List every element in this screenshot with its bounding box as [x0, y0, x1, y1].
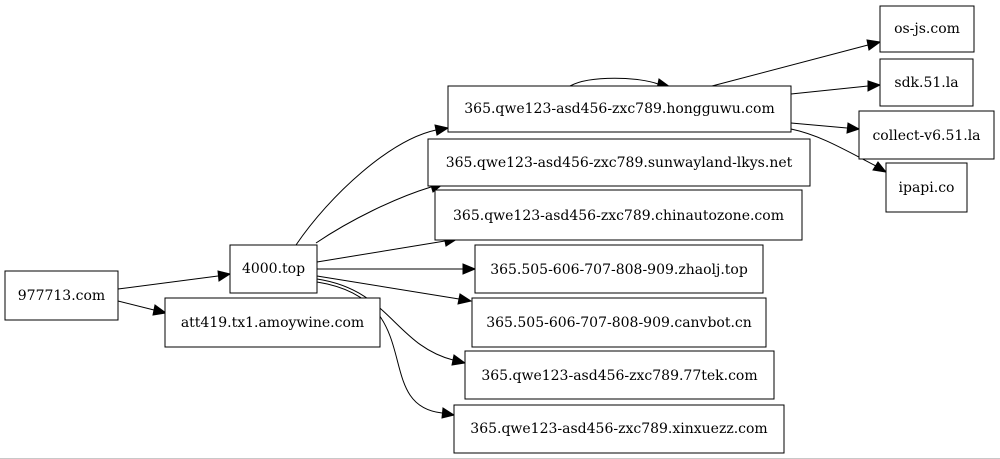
node-77tek: 365.qwe123-asd456-zxc789.77tek.com	[464, 350, 775, 400]
edge-4000-to-hongguwu	[295, 124, 450, 246]
node-collect-v6: collect-v6.51.la	[858, 110, 995, 160]
node-sdk51: sdk.51.la	[879, 58, 974, 107]
node-4000-top: 4000.top	[229, 244, 318, 294]
node-ipapi: ipapi.co	[885, 162, 968, 213]
edge-hongguwu-to-sdk51	[790, 80, 882, 95]
node-sunwayland: 365.qwe123-asd456-zxc789.sunwayland-lkys…	[427, 138, 811, 187]
edge-hongguwu-to-ipapi	[790, 128, 888, 173]
node-label: collect-v6.51.la	[872, 128, 980, 144]
node-label: 365.qwe123-asd456-zxc789.xinxuezz.com	[470, 421, 767, 437]
node-label: 365.qwe123-asd456-zxc789.77tek.com	[481, 368, 757, 384]
node-label: sdk.51.la	[894, 75, 958, 91]
node-label: 365.505-606-707-808-909.canvbot.cn	[486, 315, 752, 331]
edge-4000-to-77tek	[316, 278, 467, 366]
edge-977713-to-4000	[117, 270, 232, 290]
node-xinxuezz: 365.qwe123-asd456-zxc789.xinxuezz.com	[453, 404, 785, 454]
node-label: att419.tx1.amoywine.com	[181, 315, 364, 331]
node-label: 365.qwe123-asd456-zxc789.chinautozone.co…	[453, 208, 784, 224]
node-977713: 977713.com	[4, 270, 119, 321]
node-label: 365.505-606-707-808-909.zhaolj.top	[490, 262, 748, 278]
edge-4000-to-sunwayland	[315, 181, 445, 244]
node-label: 365.qwe123-asd456-zxc789.sunwayland-lkys…	[446, 155, 793, 171]
node-label: 4000.top	[242, 261, 305, 277]
edge-4000-to-xinxuezz	[316, 281, 456, 419]
node-os-js: os-js.com	[879, 5, 975, 53]
node-label: ipapi.co	[899, 180, 955, 196]
edge-977713-to-att419	[117, 300, 168, 316]
node-label: os-js.com	[894, 21, 960, 37]
edge-4000-to-canvbot	[316, 275, 473, 305]
node-chinautozone: 365.qwe123-asd456-zxc789.chinautozone.co…	[434, 189, 803, 241]
node-hongguwu: 365.qwe123-asd456-zxc789.hongguwu.com	[447, 85, 792, 133]
node-att419: att419.tx1.amoywine.com	[164, 297, 381, 348]
edge-4000-to-zhaolj	[317, 263, 477, 275]
node-canvbot: 365.505-606-707-808-909.canvbot.cn	[471, 297, 767, 348]
node-label: 365.qwe123-asd456-zxc789.hongguwu.com	[464, 101, 774, 117]
node-label: 977713.com	[18, 288, 105, 304]
edge-hongguwu-to-os-js	[711, 39, 882, 87]
node-zhaolj: 365.505-606-707-808-909.zhaolj.top	[474, 244, 764, 294]
edge-hongguwu-to-collect	[790, 122, 861, 134]
